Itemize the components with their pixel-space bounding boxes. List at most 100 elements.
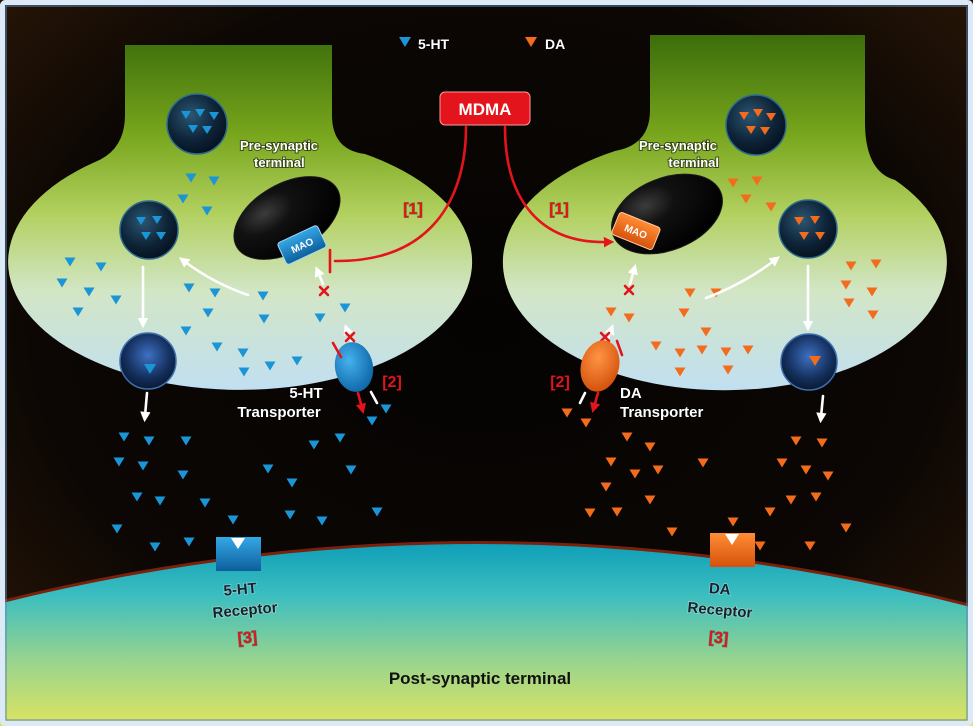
serotonin-molecule bbox=[257, 291, 269, 301]
mao-uptake-arrow-serotonin bbox=[314, 266, 325, 286]
reuptake-arrow-dopamine bbox=[604, 324, 615, 345]
dopamine-molecule bbox=[800, 465, 812, 475]
serotonin-molecule bbox=[371, 507, 383, 517]
dopamine-molecule bbox=[754, 541, 766, 551]
legend-serotonin-label: 5-HT bbox=[418, 36, 450, 52]
serotonin-molecule bbox=[156, 232, 166, 240]
serotonin-molecule bbox=[113, 457, 125, 467]
dopamine-molecule bbox=[584, 508, 596, 518]
serotonin-molecule bbox=[180, 436, 192, 446]
serotonin-molecule bbox=[202, 308, 214, 318]
x-stroke bbox=[623, 284, 635, 296]
vesicles-dopamine bbox=[725, 94, 838, 391]
legend-dopamine-marker bbox=[525, 37, 537, 47]
serotonin-molecule bbox=[208, 176, 220, 186]
serotonin-molecule bbox=[227, 515, 239, 525]
dopamine-molecule bbox=[720, 347, 732, 357]
serotonin-molecule bbox=[154, 496, 166, 506]
dopamine-molecule bbox=[727, 178, 739, 188]
dopamine-molecule bbox=[810, 216, 820, 224]
serotonin-molecule bbox=[308, 440, 320, 450]
serotonin-molecule bbox=[262, 464, 274, 474]
mao-enzyme-dopamine: MAO bbox=[611, 212, 661, 250]
dopamine-molecule bbox=[790, 436, 802, 446]
serotonin-molecule bbox=[152, 216, 162, 224]
serotonin-molecule bbox=[183, 283, 195, 293]
dopamine-molecule bbox=[753, 109, 763, 117]
serotonin-molecule bbox=[237, 348, 249, 358]
presynaptic-terminal-dopamine bbox=[502, 35, 947, 391]
dopamine-molecule bbox=[794, 217, 804, 225]
serotonin-molecule bbox=[136, 217, 146, 225]
presynaptic-label-line-1: Pre-synaptic bbox=[639, 138, 717, 153]
dopamine-molecule bbox=[816, 438, 828, 448]
postsynaptic-terminal bbox=[0, 542, 973, 726]
x-stroke bbox=[344, 331, 356, 343]
serotonin-molecule bbox=[141, 232, 151, 240]
reverse-transport-arrow-serotonin bbox=[355, 391, 366, 415]
serotonin-molecule bbox=[180, 326, 192, 336]
dopamine-molecule bbox=[870, 259, 882, 269]
dopamine-molecule bbox=[674, 367, 686, 377]
dopamine-molecule bbox=[644, 495, 656, 505]
effect-marker-3: [3] bbox=[237, 629, 258, 648]
dopamine-molecule bbox=[561, 408, 573, 418]
serotonin-molecule bbox=[199, 498, 211, 508]
serotonin-molecule bbox=[56, 278, 68, 288]
effect-marker-2: [2] bbox=[550, 374, 570, 391]
dopamine-molecule bbox=[684, 288, 696, 298]
mao-box bbox=[611, 212, 661, 250]
legend-dopamine-label: DA bbox=[545, 36, 565, 52]
recycle-arrow-dopamine bbox=[704, 256, 780, 300]
transporter-label-line-2: Transporter bbox=[237, 404, 321, 421]
serotonin-molecule bbox=[380, 404, 392, 414]
reverse-transport-arrow-dopamine bbox=[590, 391, 601, 413]
serotonin-molecule bbox=[211, 342, 223, 352]
dopamine-molecule bbox=[605, 307, 617, 317]
dopamine-molecule bbox=[580, 418, 592, 428]
blocked-x-icon bbox=[599, 331, 611, 343]
serotonin-molecule bbox=[143, 436, 155, 446]
dopamine-molecule bbox=[611, 507, 623, 517]
receptor-label-line-1: DA bbox=[708, 580, 731, 599]
serotonin-molecules bbox=[56, 109, 392, 552]
dopamine-molecule bbox=[697, 458, 709, 468]
serotonin-molecule bbox=[314, 313, 326, 323]
dopamine-molecule bbox=[809, 356, 821, 366]
dopamine-molecule bbox=[799, 232, 809, 240]
dopamine-receptor bbox=[710, 533, 755, 567]
serotonin-molecule bbox=[181, 111, 191, 119]
receptor-label-line-1: 5-HT bbox=[223, 580, 258, 600]
effect-marker-2: [2] bbox=[382, 374, 402, 391]
dopamine-molecule bbox=[843, 298, 855, 308]
dopamine-molecule bbox=[722, 365, 734, 375]
mdma-box bbox=[439, 91, 531, 126]
effect-marker-1: [1] bbox=[403, 201, 423, 218]
legend: 5-HT DA bbox=[399, 35, 566, 53]
presynaptic-label-line-1: Pre-synaptic bbox=[240, 138, 318, 153]
dopamine-molecule bbox=[696, 345, 708, 355]
postsynaptic-label: Post-synaptic terminal bbox=[389, 669, 571, 688]
dopamine-molecule bbox=[776, 458, 788, 468]
transporter-mark-line bbox=[578, 391, 587, 405]
serotonin-molecule bbox=[316, 516, 328, 526]
transporter-block-line bbox=[615, 339, 624, 357]
docked-vesicle bbox=[780, 333, 838, 391]
transporter-mark-line bbox=[369, 390, 379, 405]
serotonin-molecule bbox=[118, 432, 130, 442]
dopamine-molecule bbox=[746, 126, 756, 134]
recycle-arrow-serotonin bbox=[179, 257, 250, 297]
vesicle bbox=[166, 93, 228, 155]
dopamine-molecule bbox=[815, 232, 825, 240]
dopamine-molecule bbox=[845, 261, 857, 271]
vesicle bbox=[778, 199, 838, 259]
mdma-label: MDMA bbox=[459, 100, 512, 119]
serotonin-molecule bbox=[177, 194, 189, 204]
serotonin-molecule bbox=[345, 465, 357, 475]
dopamine-molecule bbox=[766, 113, 776, 121]
serotonin-molecule bbox=[72, 307, 84, 317]
dopamine-molecule bbox=[867, 310, 879, 320]
dopamine-molecule bbox=[785, 495, 797, 505]
blocked-x-icon bbox=[344, 331, 356, 343]
